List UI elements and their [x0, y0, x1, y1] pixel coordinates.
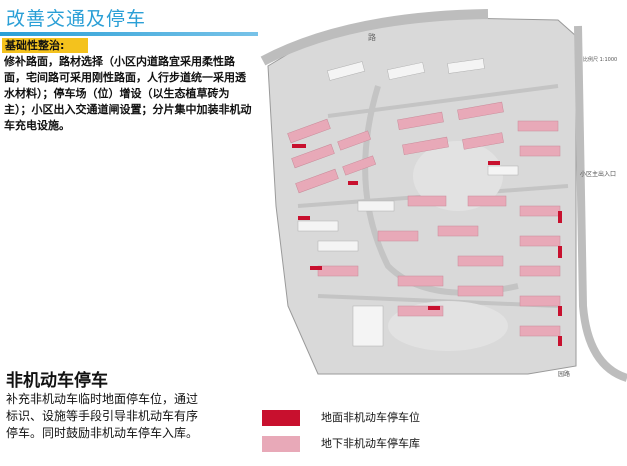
ground-parking: [348, 181, 358, 185]
building-pink: [519, 295, 561, 307]
ground-parking: [298, 216, 310, 220]
building-white: [357, 200, 395, 212]
nonmotor-section-title: 非机动车停车: [6, 371, 108, 391]
building-white: [387, 62, 425, 80]
building-pink: [397, 275, 444, 287]
scale-label: 比例尺 1:1000: [583, 56, 617, 63]
site-plan-map: 路 小区主出入口 园路 比例尺 1:1000: [258, 6, 627, 383]
corner-road-label: 园路: [558, 370, 570, 378]
road-band: [260, 9, 489, 66]
central-green: [413, 141, 503, 211]
internal-road: [327, 84, 559, 118]
building-pink: [517, 120, 559, 132]
building-pink: [457, 285, 504, 297]
building-pink: [287, 118, 331, 144]
ground-parking: [488, 161, 500, 165]
ground-parking: [558, 246, 562, 258]
building-pink: [407, 195, 447, 207]
building-pink: [519, 325, 561, 337]
building-pink: [457, 101, 504, 121]
building-white: [352, 305, 384, 347]
building-white: [297, 220, 339, 232]
building-pink: [291, 143, 335, 169]
building-pink: [519, 205, 561, 217]
building-pink: [467, 195, 507, 207]
building-pink: [377, 230, 419, 242]
legend-label-underground: 地下非机动车停车库: [321, 437, 420, 450]
building-pink: [342, 155, 377, 176]
ground-parking: [428, 306, 440, 310]
legend-label-ground: 地面非机动车停车位: [321, 411, 420, 424]
building-pink: [295, 168, 339, 194]
nonmotor-section-text: 补充非机动车临时地面停车位，通过标识、设施等手段引导非机动车有序停车。同时鼓励非…: [6, 392, 199, 440]
building-white: [327, 61, 365, 81]
base-section-label: 基础性整治:: [5, 39, 65, 52]
building-white: [317, 240, 359, 252]
building-pink: [462, 132, 504, 150]
building-pink: [317, 265, 359, 277]
building-pink: [397, 111, 444, 131]
building-white: [447, 58, 485, 74]
east-entrance-label: 小区主出入口: [580, 170, 616, 178]
building-pink: [437, 225, 479, 237]
legend-swatch-ground: [262, 410, 300, 426]
ground-parking: [558, 336, 562, 346]
building-pink: [519, 265, 561, 277]
building-pink: [457, 255, 504, 267]
building-pink: [397, 305, 444, 317]
legend-swatch-underground: [262, 436, 300, 452]
internal-road: [317, 294, 559, 308]
ground-parking: [292, 144, 306, 148]
building-pink: [519, 235, 561, 247]
ground-parking: [310, 266, 322, 270]
east-road: [574, 25, 627, 382]
label-highlight: [2, 38, 88, 53]
ground-parking: [558, 211, 562, 223]
page-title: 改善交通及停车: [6, 8, 147, 30]
building-pink: [519, 145, 561, 157]
base-section-text: 修补路面，路材选择（小区内道路宜采用柔性路面，宅间路可采用刚性路面，人行步道统一…: [4, 55, 252, 132]
building-pink: [402, 136, 449, 156]
ground-parking: [558, 306, 562, 316]
building-pink: [337, 130, 372, 151]
building-white: [487, 165, 519, 176]
road-label: 路: [368, 32, 376, 42]
